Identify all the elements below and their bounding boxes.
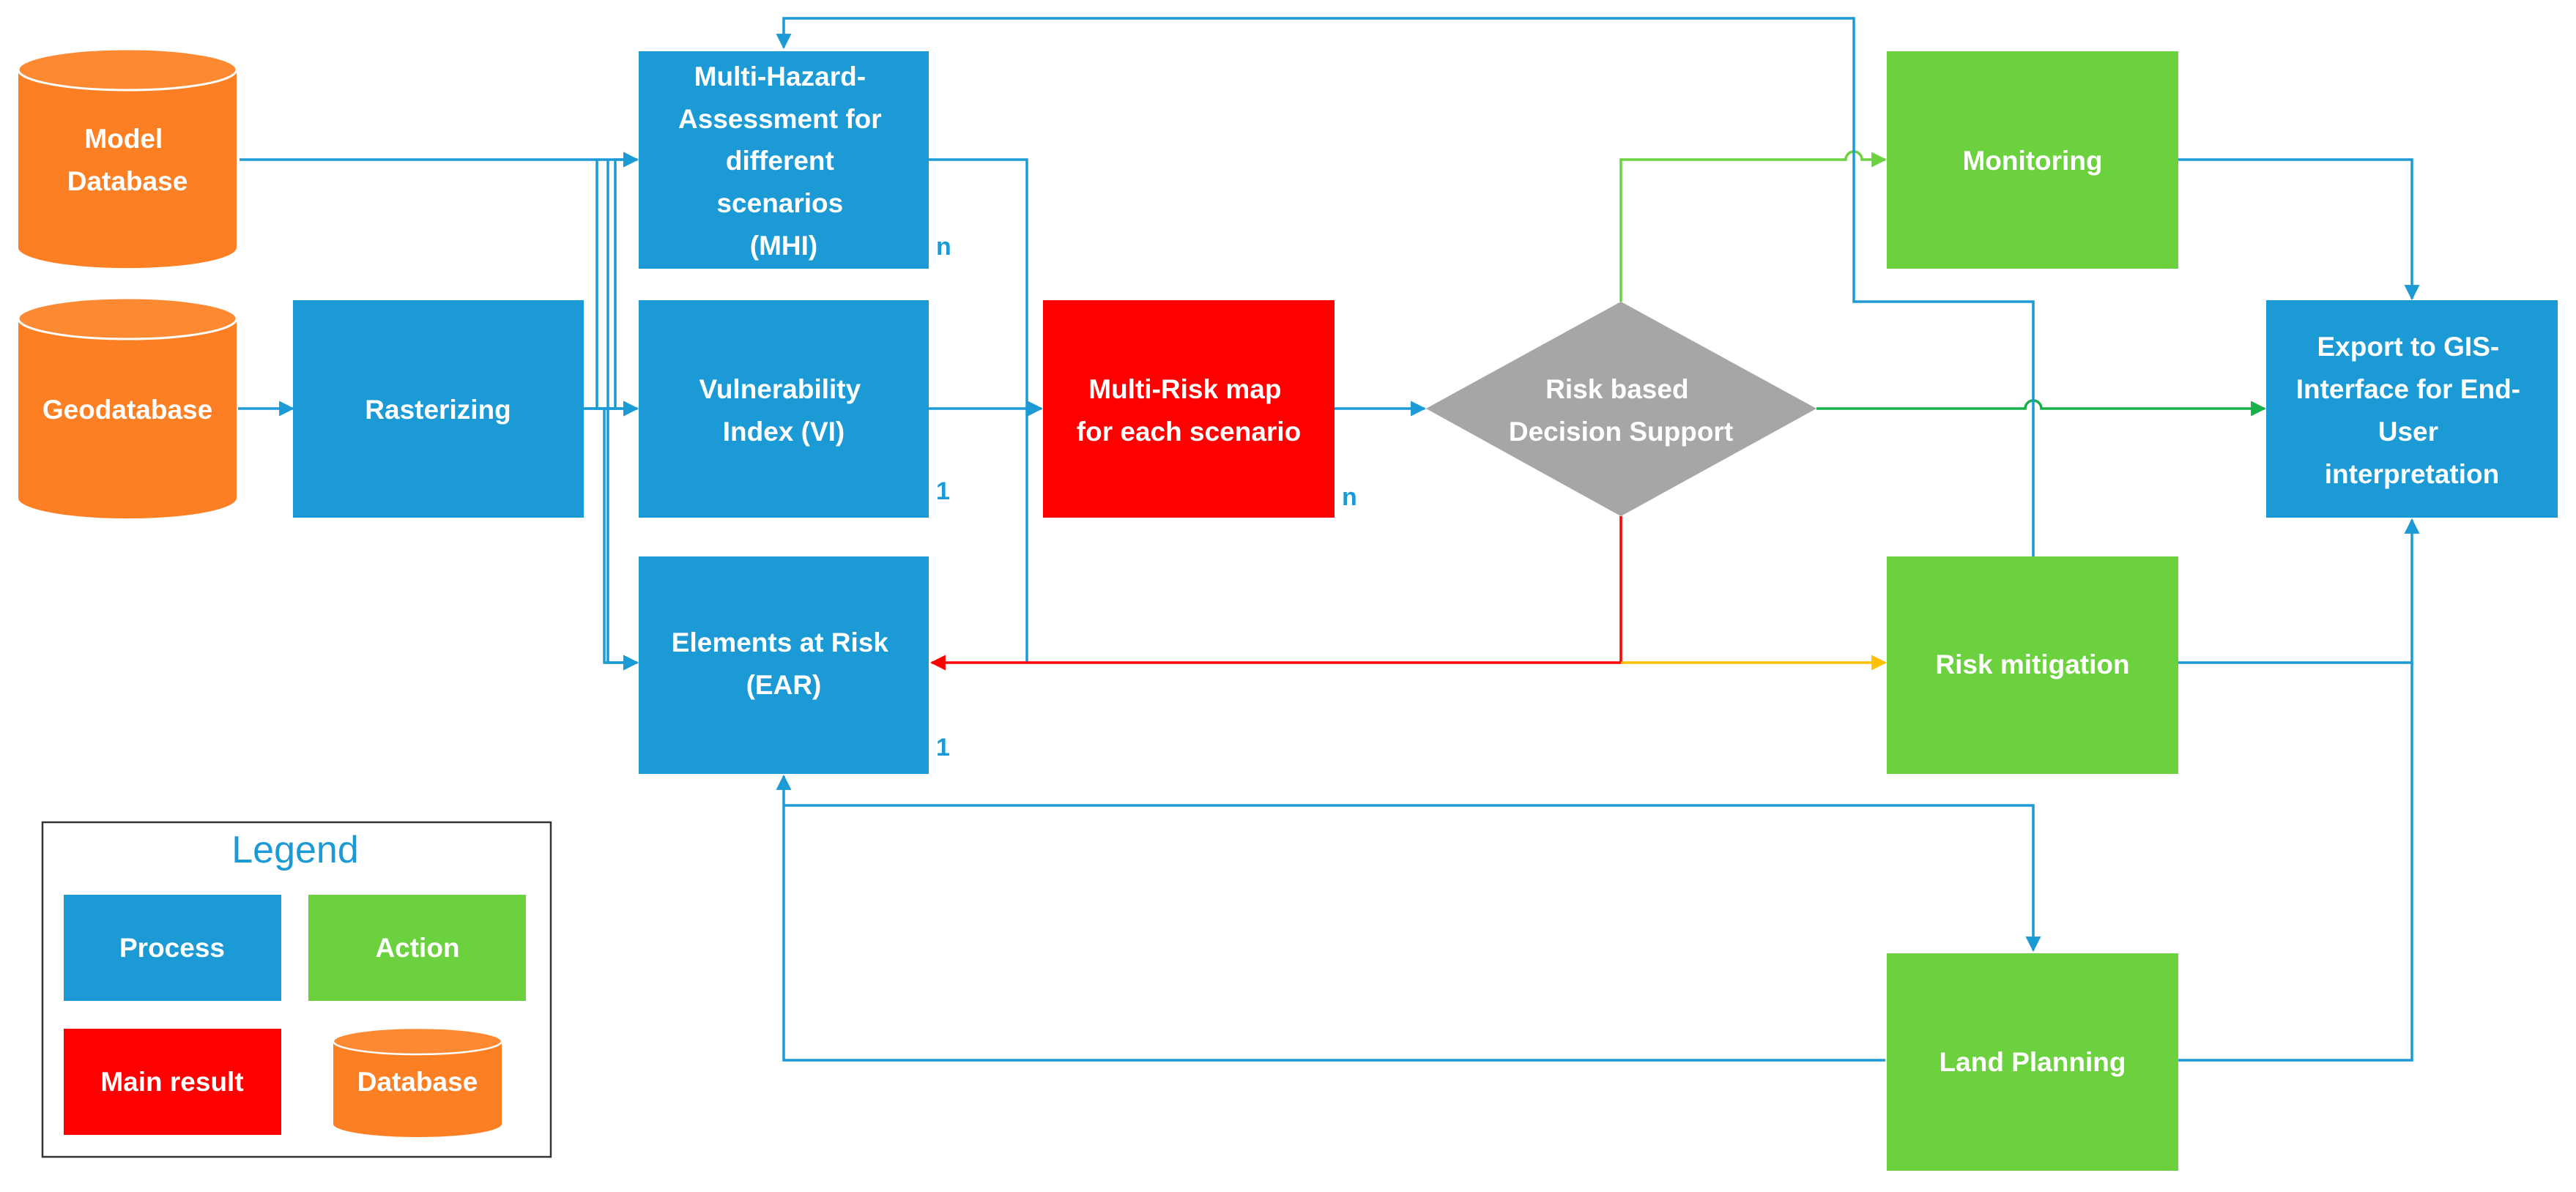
multi-hazard-assessment-node: Multi-Hazard- Assessment for different s… xyxy=(639,51,929,269)
connector-mitigation-to-export xyxy=(2178,518,2420,664)
vi-multiplicity: 1 xyxy=(936,477,950,505)
legend-item-main-result: Main result xyxy=(64,1029,281,1135)
mha-multiplicity: n xyxy=(936,233,951,261)
legend-title: Legend xyxy=(231,829,359,871)
land-planning-node: Land Planning xyxy=(1887,953,2178,1171)
monitoring-label: Monitoring xyxy=(1962,146,2102,176)
decision-support-label: Risk based Decision Support xyxy=(1509,374,1733,447)
connector-decision-to-monitoring xyxy=(1619,150,1888,302)
connector-rasterizing-to-ear xyxy=(603,409,639,671)
connector-landplanning-to-export xyxy=(2178,663,2413,1062)
legend-item-process: Process xyxy=(64,895,281,1001)
model-database-node: Model Database xyxy=(17,48,238,269)
ear-multiplicity: 1 xyxy=(936,734,950,761)
connector-mitigation-to-mha xyxy=(776,17,2035,556)
vulnerability-index-label: Vulnerability Index (VI) xyxy=(699,374,869,447)
connector-model-to-ear xyxy=(606,160,639,671)
legend: Legend Process Action Main result Databa… xyxy=(41,821,552,1158)
geodatabase-node: Geodatabase xyxy=(17,297,238,519)
legend-item-database: Database xyxy=(332,1027,503,1137)
elements-at-risk-node: Elements at Risk (EAR) xyxy=(639,556,929,774)
multi-risk-map-label: Multi-Risk map for each scenario xyxy=(1077,374,1301,447)
risk-mitigation-label: Risk mitigation xyxy=(1935,649,2129,679)
legend-main-result-label: Main result xyxy=(100,1067,243,1097)
multi-hazard-assessment-label: Multi-Hazard- Assessment for different s… xyxy=(678,62,889,261)
export-gis-label: Export to GIS- Interface for End- User i… xyxy=(2296,332,2528,489)
connector-decision-to-ear xyxy=(929,516,1622,671)
multi-risk-map-node: Multi-Risk map for each scenario xyxy=(1043,300,1335,518)
decision-support-node: Risk based Decision Support xyxy=(1426,302,1816,516)
geodatabase-label: Geodatabase xyxy=(42,395,212,425)
connector-model-to-vi xyxy=(595,160,639,417)
model-database-label: Model Database xyxy=(67,124,188,196)
vulnerability-index-node: Vulnerability Index (VI) xyxy=(639,300,929,518)
legend-database-label: Database xyxy=(357,1067,478,1097)
monitoring-node: Monitoring xyxy=(1887,51,2178,269)
connector-rasterizing-to-mha xyxy=(584,152,639,410)
legend-item-action: Action xyxy=(308,895,526,1001)
connector-landplanning-to-ear xyxy=(776,774,1885,1062)
connector-mha-to-multirisk xyxy=(929,158,1028,663)
legend-action-label: Action xyxy=(375,933,459,963)
multirisk-multiplicity: n xyxy=(1342,483,1357,511)
connector-monitoring-to-export xyxy=(2178,158,2420,301)
export-gis-node: Export to GIS- Interface for End- User i… xyxy=(2266,300,2558,518)
risk-mitigation-node: Risk mitigation xyxy=(1887,556,2178,774)
rasterizing-node: Rasterizing xyxy=(293,300,584,518)
rasterizing-label: Rasterizing xyxy=(365,395,511,425)
land-planning-label: Land Planning xyxy=(1940,1047,2126,1077)
connector-decision-to-export xyxy=(1816,399,2267,417)
connector-ear-to-landplanning xyxy=(784,804,2041,953)
legend-process-label: Process xyxy=(119,933,225,963)
elements-at-risk-label: Elements at Risk (EAR) xyxy=(672,627,896,700)
